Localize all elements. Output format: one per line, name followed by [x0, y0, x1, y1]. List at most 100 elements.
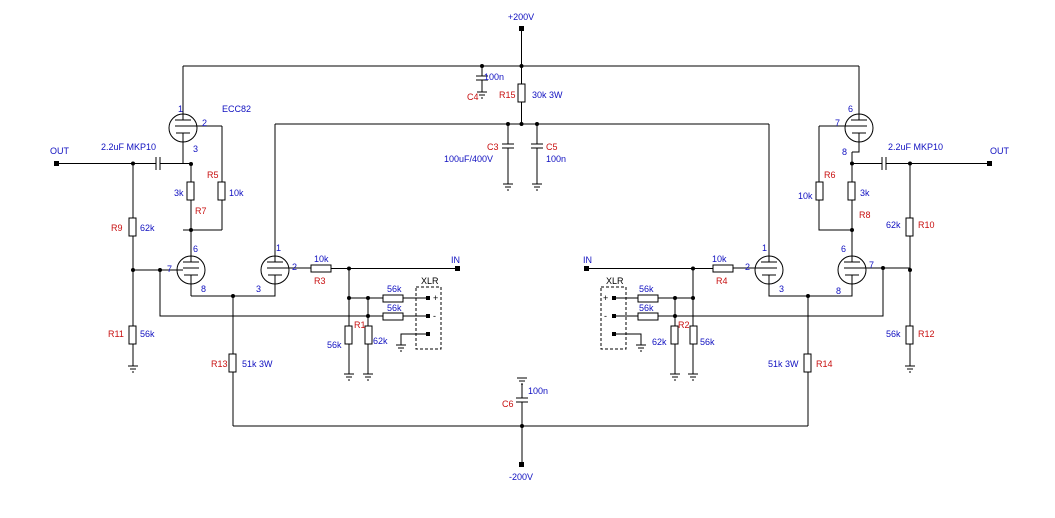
resistor-r8	[847, 181, 856, 201]
resistor-r3	[310, 264, 332, 273]
pin-label: 2	[292, 262, 297, 272]
r2-ref: R2	[678, 320, 690, 330]
r13-value: 51k 3W	[242, 359, 273, 369]
xlr-res-value: 56k	[639, 284, 654, 294]
xlr-res-value: 56k	[639, 303, 654, 313]
r14-value: 51k 3W	[768, 359, 799, 369]
r5-ref: R5	[207, 170, 219, 180]
resistor-r10	[905, 217, 914, 237]
r8-value: 3k	[860, 188, 870, 198]
xlr-pin-minus: -	[433, 311, 436, 321]
pin-label: 1	[762, 243, 767, 253]
pin-label: 8	[201, 284, 206, 294]
r12-ref: R12	[918, 329, 935, 339]
pin-label: 3	[779, 284, 784, 294]
r6-ref: R6	[824, 170, 836, 180]
resistor-56k-xlr-minus-left	[382, 312, 404, 321]
resistor-56k-xlr-plus-left	[382, 294, 404, 303]
r-62k-left-value: 62k	[373, 336, 388, 346]
r13-ref: R13	[211, 359, 228, 369]
xlr-res-value: 56k	[387, 303, 402, 313]
resistor-r15	[517, 83, 526, 103]
pin-label: 6	[848, 104, 853, 114]
positive-supply-label: +200V	[508, 12, 534, 22]
pin-label: 6	[193, 244, 198, 254]
xlr-pin-plus: +	[603, 293, 608, 303]
pin-label: 3	[193, 144, 198, 154]
r9-value: 62k	[140, 223, 155, 233]
c6-value: 100n	[528, 386, 548, 396]
tube-top-right	[819, 110, 874, 153]
r4-ref: R4	[716, 276, 728, 286]
pin-label: 2	[745, 262, 750, 272]
resistor-r6	[815, 181, 824, 201]
r9-ref: R9	[111, 223, 123, 233]
resistor-r14	[803, 353, 812, 373]
input-label: IN	[451, 255, 460, 265]
pin-label: 6	[841, 244, 846, 254]
resistor-r12	[905, 325, 914, 345]
tube-mid-left	[233, 252, 311, 297]
resistor-56k-xlr-minus-right	[637, 312, 659, 321]
coupling-cap-label: 2.2uF MKP10	[888, 142, 943, 152]
tube-type-label: ECC82	[222, 104, 251, 114]
c3-ref: C3	[487, 142, 499, 152]
xlr-label: XLR	[421, 276, 439, 286]
pin-label: 1	[178, 104, 183, 114]
xlr-pin-minus: -	[604, 311, 607, 321]
r11-value: 56k	[140, 329, 155, 339]
xlr-connector-left	[600, 286, 627, 350]
tube-top-left	[168, 110, 222, 164]
output-label: OUT	[50, 146, 70, 156]
resistor-r9	[128, 217, 137, 237]
pin-label: 7	[869, 260, 874, 270]
tube-bottom-left	[133, 230, 233, 297]
r4-value: 10k	[712, 254, 727, 264]
r1-ref: R1	[354, 320, 366, 330]
r3-ref: R3	[314, 276, 326, 286]
xlr-pin-plus: +	[433, 293, 438, 303]
tube-mid-right	[733, 252, 808, 297]
resistor-56k-xlr-plus-right	[637, 294, 659, 303]
pin-label: 8	[836, 286, 841, 296]
pin-label: 2	[202, 118, 207, 128]
r10-value: 62k	[886, 220, 901, 230]
pin-label: 1	[276, 243, 281, 253]
r12-value: 56k	[886, 329, 901, 339]
c5-value: 100n	[546, 154, 566, 164]
r2-value: 56k	[700, 337, 715, 347]
output-label: OUT	[990, 146, 1010, 156]
r1-value: 56k	[327, 340, 342, 350]
resistor-r5	[217, 181, 226, 201]
negative-supply-rail: -200V	[233, 377, 808, 482]
r11-ref: R11	[108, 329, 124, 339]
resistor-r2	[689, 325, 698, 345]
xlr-res-value: 56k	[387, 284, 402, 294]
resistor-r7	[186, 181, 195, 201]
c4-ref: C4	[467, 92, 479, 102]
c3-value: 100uF/400V	[444, 154, 493, 164]
left-channel: 1 2 3 ECC82 6 7 8	[54, 104, 460, 426]
right-channel: 6 7 8 6 7 8	[583, 104, 992, 426]
pin-label: 3	[256, 284, 261, 294]
resistor-62k-right	[670, 325, 679, 345]
resistor-r4	[712, 264, 734, 273]
pin-label: 7	[835, 118, 840, 128]
resistor-62k-left	[364, 325, 373, 345]
r10-ref: R10	[918, 220, 935, 230]
r-62k-right-value: 62k	[652, 337, 667, 347]
pin-label: 7	[167, 264, 172, 274]
anode-rail	[274, 122, 770, 252]
c6-ref: C6	[502, 399, 514, 409]
r8-ref: R8	[859, 210, 871, 220]
resistor-r1	[344, 325, 353, 345]
positive-supply-rail: +200V	[182, 12, 860, 124]
c5-ref: C5	[546, 142, 558, 152]
r14-ref: R14	[816, 359, 833, 369]
pin-label: 8	[842, 147, 847, 157]
xlr-connector-right	[415, 286, 442, 350]
r7-value: 3k	[174, 188, 184, 198]
r6-value: 10k	[798, 191, 813, 201]
xlr-label: XLR	[606, 276, 624, 286]
r7-ref: R7	[195, 206, 207, 216]
